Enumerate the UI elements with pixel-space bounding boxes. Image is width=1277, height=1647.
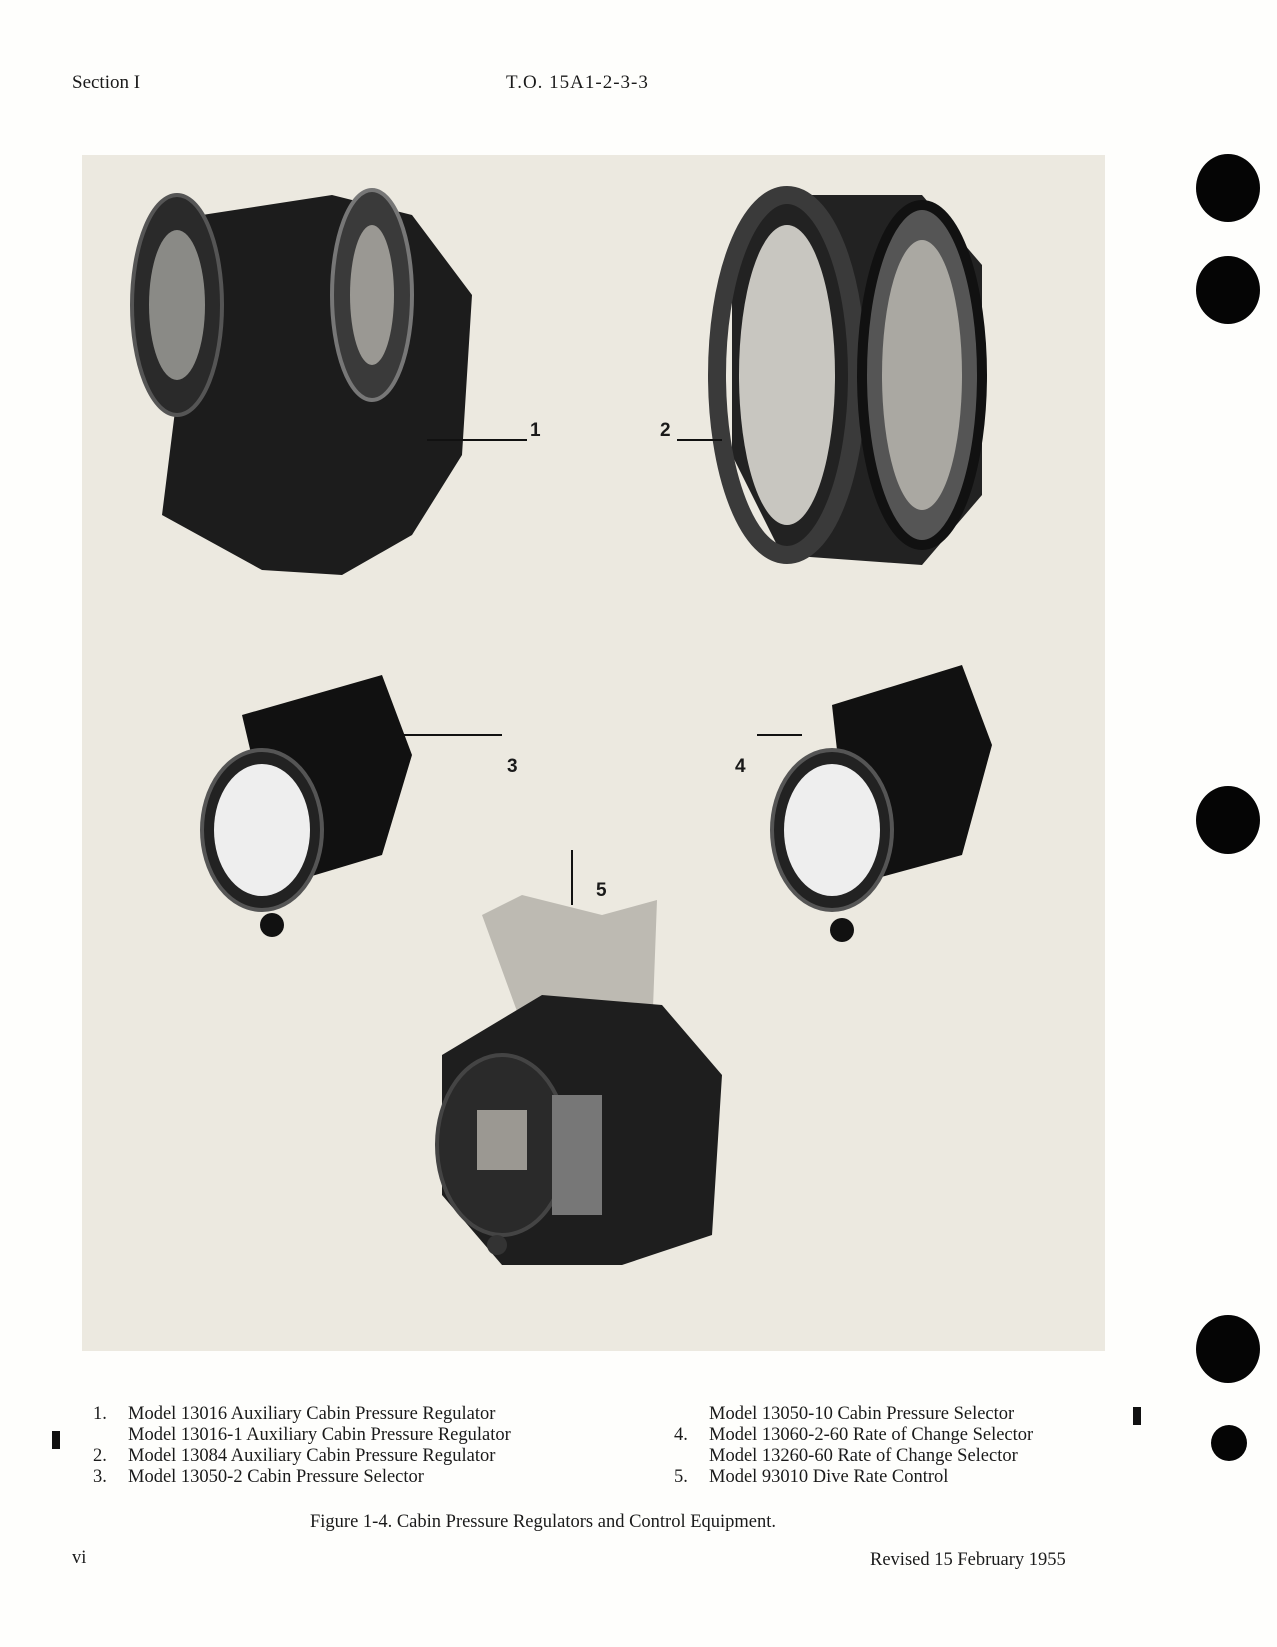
legend-item: Model 13016-1 Auxiliary Cabin Pressure R… — [128, 1425, 511, 1445]
legend-num: 3. — [93, 1467, 107, 1487]
callout-1: 1 — [530, 420, 541, 441]
aux-regulator-13084-image — [677, 186, 987, 565]
punch-hole — [1196, 1315, 1260, 1383]
legend-item: Model 13084 Auxiliary Cabin Pressure Reg… — [128, 1446, 496, 1466]
legend-num: 1. — [93, 1404, 107, 1424]
legend-item: Model 93010 Dive Rate Control — [709, 1467, 949, 1487]
figure-caption: Figure 1-4. Cabin Pressure Regulators an… — [310, 1512, 777, 1532]
legend-item: Model 13016 Auxiliary Cabin Pressure Reg… — [128, 1404, 496, 1424]
rate-of-change-selector-image — [757, 665, 992, 942]
punch-hole — [1211, 1425, 1247, 1461]
callout-3: 3 — [507, 756, 518, 777]
cabin-pressure-selector-image — [200, 675, 502, 937]
legend-num: 5. — [674, 1467, 688, 1487]
legend-item: Model 13260-60 Rate of Change Selector — [709, 1446, 1018, 1466]
legend-item: Model 13050-10 Cabin Pressure Selector — [709, 1404, 1015, 1424]
callout-4: 4 — [735, 756, 746, 777]
callout-2: 2 — [660, 420, 671, 441]
change-bar — [52, 1431, 60, 1449]
page-number: vi — [72, 1548, 87, 1568]
dive-rate-control-image — [435, 850, 722, 1265]
section-label: Section I — [72, 72, 141, 93]
equipment-photo — [82, 155, 1105, 1351]
revision-date: Revised 15 February 1955 — [870, 1550, 1066, 1570]
equipment-illustration — [130, 186, 992, 1265]
legend-item: Model 13050-2 Cabin Pressure Selector — [128, 1467, 424, 1487]
callout-5: 5 — [596, 880, 607, 901]
punch-hole — [1196, 154, 1260, 222]
punch-hole — [1196, 786, 1260, 854]
legend-item: Model 13060-2-60 Rate of Change Selector — [709, 1425, 1034, 1445]
change-bar — [1133, 1407, 1141, 1425]
aux-regulator-13016-image — [130, 188, 527, 575]
legend-num: 4. — [674, 1425, 688, 1445]
to-number: T.O. 15A1-2-3-3 — [506, 72, 649, 93]
legend-num: 2. — [93, 1446, 107, 1466]
punch-hole — [1196, 256, 1260, 324]
